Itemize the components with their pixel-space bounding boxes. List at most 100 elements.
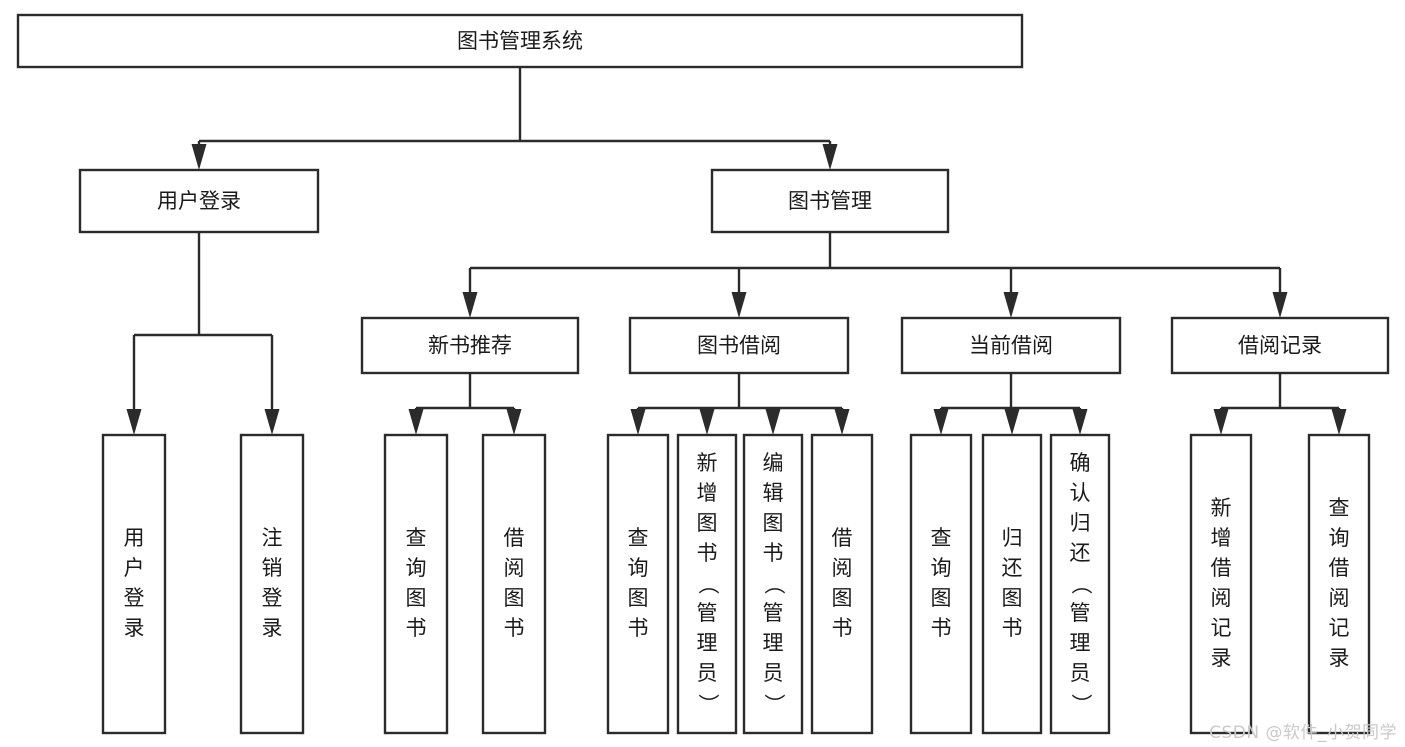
edge-arrowhead-leaf-borrow-add bbox=[699, 409, 715, 435]
node-label-char: 录 bbox=[262, 616, 283, 640]
node-label-records: 借阅记录 bbox=[1238, 334, 1322, 358]
node-label-char: 图 bbox=[406, 586, 427, 610]
node-box-leaf-records-add bbox=[1189, 433, 1253, 735]
node-box-leaf-user-logout bbox=[239, 433, 305, 735]
node-box-leaf-user-login bbox=[101, 433, 167, 735]
node-label-char: 录 bbox=[1329, 646, 1350, 670]
node-box-leaf-current-return bbox=[981, 433, 1043, 735]
node-label-char: 录 bbox=[1211, 646, 1232, 670]
node-label-char: 理 bbox=[763, 631, 784, 655]
node-label-borrow: 图书借阅 bbox=[697, 334, 781, 358]
node-label-char: 查 bbox=[1329, 496, 1350, 520]
edge-arrowhead-login bbox=[191, 144, 207, 170]
node-label-char: 书 bbox=[628, 616, 649, 640]
node-label-bookmgmt: 图书管理 bbox=[788, 189, 872, 213]
node-label-char: 书 bbox=[697, 541, 718, 565]
edge-arrowhead-leaf-current-return bbox=[1004, 409, 1020, 435]
node-box-leaf-borrow-add bbox=[676, 433, 738, 735]
node-label-char: 员 bbox=[1070, 661, 1091, 685]
node-label-char: 还 bbox=[1070, 541, 1091, 565]
nodes-layer: 图书管理系统用户登录图书管理新书推荐图书借阅当前借阅借阅记录用户登录注销登录查询… bbox=[16, 13, 1390, 735]
node-label-char: 归 bbox=[1070, 511, 1091, 535]
node-label-char: 书 bbox=[1002, 616, 1023, 640]
node-label-char: ） bbox=[762, 694, 786, 715]
node-label-char: 书 bbox=[504, 616, 525, 640]
node-label-char: 归 bbox=[1002, 526, 1023, 550]
edge-arrowhead-leaf-newbook-borrow bbox=[506, 409, 522, 435]
edge-arrowhead-leaf-current-query bbox=[933, 409, 949, 435]
node-label-char: 书 bbox=[406, 616, 427, 640]
edge-arrowhead-leaf-records-add bbox=[1213, 409, 1229, 435]
edge-arrowhead-leaf-borrow-query bbox=[630, 409, 646, 435]
node-label-char: 阅 bbox=[832, 556, 853, 580]
node-label-char: 注 bbox=[262, 526, 283, 550]
node-label-char: 编 bbox=[763, 451, 784, 475]
node-box-newbook bbox=[360, 316, 580, 375]
node-label-char: 登 bbox=[262, 586, 283, 610]
node-label-char: 增 bbox=[1211, 526, 1232, 550]
node-label-char: 书 bbox=[763, 541, 784, 565]
node-label-char: 借 bbox=[504, 526, 525, 550]
node-label-root: 图书管理系统 bbox=[457, 29, 583, 53]
node-label-char: 新 bbox=[697, 451, 718, 475]
node-box-leaf-newbook-query bbox=[383, 433, 449, 735]
node-label-char: 询 bbox=[931, 556, 952, 580]
node-label-char: 理 bbox=[697, 631, 718, 655]
node-borrow[interactable]: 图书借阅 bbox=[628, 316, 850, 375]
node-label-char: 图 bbox=[628, 586, 649, 610]
node-label-char: 录 bbox=[124, 616, 145, 640]
node-label-char: 确 bbox=[1070, 451, 1091, 475]
node-records[interactable]: 借阅记录 bbox=[1170, 316, 1390, 375]
node-leaf-user-login[interactable]: 用户登录 bbox=[101, 433, 167, 735]
node-label-char: 管 bbox=[763, 601, 784, 625]
node-label-char: ） bbox=[696, 694, 720, 715]
node-label-char: 书 bbox=[832, 616, 853, 640]
edge-arrowhead-newbook bbox=[462, 292, 478, 318]
node-login[interactable]: 用户登录 bbox=[78, 168, 320, 234]
node-label-char: 书 bbox=[931, 616, 952, 640]
node-box-login bbox=[78, 168, 320, 234]
node-label-char: 图 bbox=[832, 586, 853, 610]
edge-arrowhead-leaf-records-query bbox=[1331, 409, 1347, 435]
node-label-char: 询 bbox=[406, 556, 427, 580]
node-label-char: 图 bbox=[504, 586, 525, 610]
edge-arrowhead-leaf-borrow-edit bbox=[765, 409, 781, 435]
node-label-char: 还 bbox=[1002, 556, 1023, 580]
node-box-records bbox=[1170, 316, 1390, 375]
node-label-char: 查 bbox=[628, 526, 649, 550]
node-root[interactable]: 图书管理系统 bbox=[16, 13, 1024, 69]
node-label-char: 户 bbox=[124, 556, 145, 580]
node-label-char: ） bbox=[1069, 694, 1093, 715]
node-label-login: 用户登录 bbox=[157, 189, 241, 213]
node-newbook[interactable]: 新书推荐 bbox=[360, 316, 580, 375]
node-label-char: 借 bbox=[1211, 556, 1232, 580]
edge-arrowhead-bookmgmt bbox=[822, 144, 838, 170]
node-bookmgmt[interactable]: 图书管理 bbox=[710, 168, 950, 234]
node-label-char: 认 bbox=[1070, 481, 1091, 505]
node-label-char: 阅 bbox=[1329, 586, 1350, 610]
node-label-char: （ bbox=[1069, 574, 1093, 595]
node-label-char: 阅 bbox=[1211, 586, 1232, 610]
node-label-char: 登 bbox=[124, 586, 145, 610]
node-box-leaf-borrow-edit bbox=[742, 433, 804, 735]
edge-arrowhead-records bbox=[1272, 292, 1288, 318]
node-box-leaf-borrow-query bbox=[606, 433, 670, 735]
node-current[interactable]: 当前借阅 bbox=[900, 316, 1122, 375]
node-label-char: 借 bbox=[1329, 556, 1350, 580]
node-label-char: 图 bbox=[763, 511, 784, 535]
node-label-char: 记 bbox=[1329, 616, 1350, 640]
